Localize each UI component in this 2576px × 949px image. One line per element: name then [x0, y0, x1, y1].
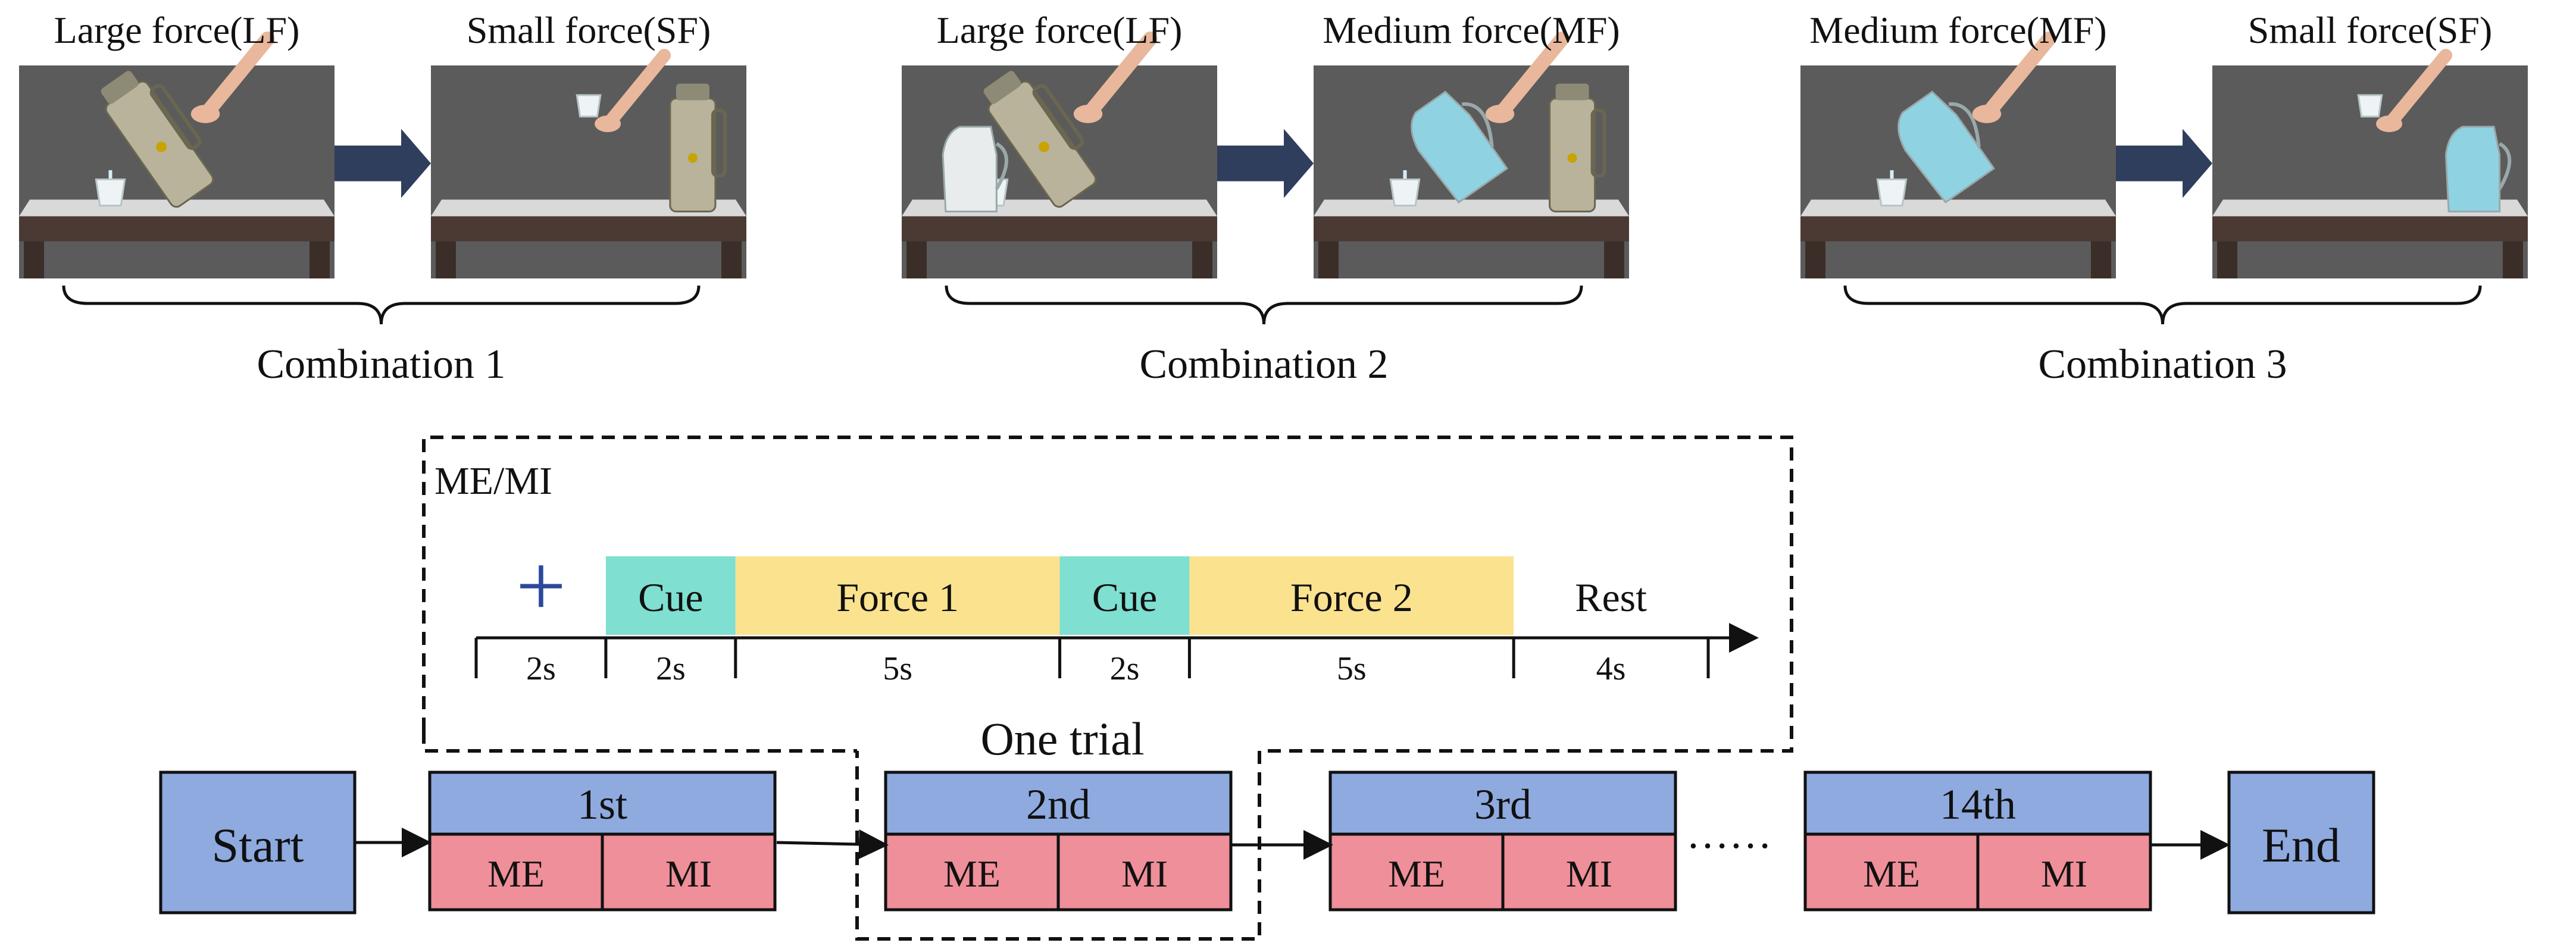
thermos-icon [1549, 83, 1606, 213]
right-force-label: Medium force(MF) [1323, 9, 1620, 51]
ellipsis: …… [1686, 810, 1772, 857]
hand-icon [1485, 31, 1570, 123]
segment-label: Cue [638, 575, 704, 620]
glass-jug-icon [942, 126, 1008, 213]
segment-duration: 4s [1596, 650, 1626, 687]
thermos-icon [101, 71, 214, 208]
combination-brace [62, 285, 701, 325]
block-ordinal: 14th [1940, 781, 2016, 828]
block-mi-label: MI [1566, 853, 1612, 895]
segment-duration: 2s [1110, 650, 1140, 687]
block-me-label: ME [943, 853, 1001, 895]
timeline-segment-5: Force 2 5s [1189, 556, 1514, 687]
segment-duration: 2s [656, 650, 686, 687]
thermos-icon [669, 83, 727, 213]
trial-timeline: +2s Cue 2s Force 1 5s Cue 2s Force 2 5s Rest 4s [474, 537, 1759, 687]
cup-icon [2357, 94, 2383, 118]
scene-left [1800, 31, 2116, 278]
cup-icon [576, 94, 602, 118]
left-force-label: Large force(LF) [54, 9, 300, 51]
block-mi-label: MI [665, 853, 712, 895]
block-mi-label: MI [1121, 853, 1168, 895]
hand-icon [1972, 31, 2056, 123]
timeline-segment-2: Cue 2s [605, 556, 736, 687]
timeline-segment-1: +2s [516, 537, 567, 687]
transition-arrow [334, 129, 431, 198]
right-force-label: Small force(SF) [467, 9, 711, 51]
one-trial-label: One trial [980, 713, 1144, 765]
combinations-row: Large force(LF) Small force(SF) Combinatio… [19, 9, 2528, 387]
transition-arrow [1217, 129, 1314, 198]
block-ordinal: 1st [577, 781, 627, 828]
combination-1: Large force(LF) Small force(SF) Combinatio… [19, 9, 746, 387]
transition-arrow [2116, 129, 2212, 198]
start-label: Start [212, 818, 304, 872]
trial-box-label: ME/MI [434, 459, 552, 503]
cup-icon [1876, 178, 1908, 207]
segment-label: Force 1 [836, 575, 959, 620]
blue-jug-icon [2444, 126, 2512, 213]
segment-duration: 5s [1337, 650, 1367, 687]
scene-right [2212, 49, 2528, 278]
left-force-label: Medium force(MF) [1809, 9, 2106, 51]
start-box: Start [159, 771, 357, 914]
scene-left [902, 31, 1217, 278]
flow-arrows [355, 828, 2230, 860]
combination-brace [945, 285, 1583, 325]
hand-icon [595, 49, 671, 133]
segment-duration: 5s [883, 650, 912, 687]
segment-label: Cue [1092, 575, 1158, 620]
combination-caption: Combination 3 [2038, 342, 2287, 387]
hand-icon [1073, 31, 1158, 123]
block-me-label: ME [1863, 853, 1920, 895]
segment-label: Force 2 [1290, 575, 1413, 620]
block-ordinal: 3rd [1474, 781, 1531, 828]
segment-duration: 2s [526, 650, 556, 687]
scene-right [1314, 31, 1629, 278]
segment-label: Rest [1575, 575, 1647, 620]
cup-icon [1389, 178, 1421, 207]
hand-icon [2376, 49, 2453, 133]
block-me-label: ME [1388, 853, 1445, 895]
blue-jug-icon [1897, 90, 1996, 204]
combination-caption: Combination 1 [257, 342, 505, 387]
combination-3: Medium force(MF) Small force(SF) Combinati… [1800, 9, 2528, 387]
left-force-label: Large force(LF) [937, 9, 1183, 51]
combination-2: Large force(LF) Medium force(MF) Combinati… [902, 9, 1629, 387]
block-ordinal: 2nd [1026, 781, 1090, 828]
hand-icon [190, 31, 275, 123]
scene-right [431, 49, 746, 278]
arrow-1st-to-2nd [776, 829, 889, 860]
timeline-segment-3: Force 1 5s [735, 556, 1060, 687]
end-label: End [2262, 818, 2340, 872]
timeline-segment-6: Rest 4s [1575, 575, 1647, 687]
blue-jug-icon [1411, 90, 1509, 204]
right-force-label: Small force(SF) [2248, 9, 2493, 51]
thermos-icon [983, 71, 1097, 208]
trial-dashed-box [422, 436, 1793, 941]
block-me-label: ME [487, 853, 545, 895]
scene-left [19, 31, 334, 278]
combination-brace [1843, 285, 2482, 325]
end-box: End [2227, 771, 2375, 914]
combination-caption: Combination 2 [1139, 342, 1388, 387]
cup-icon [95, 178, 126, 207]
block-mi-label: MI [2041, 853, 2087, 895]
timeline-segment-4: Cue 2s [1059, 556, 1190, 687]
fixation-cross: + [516, 537, 567, 635]
